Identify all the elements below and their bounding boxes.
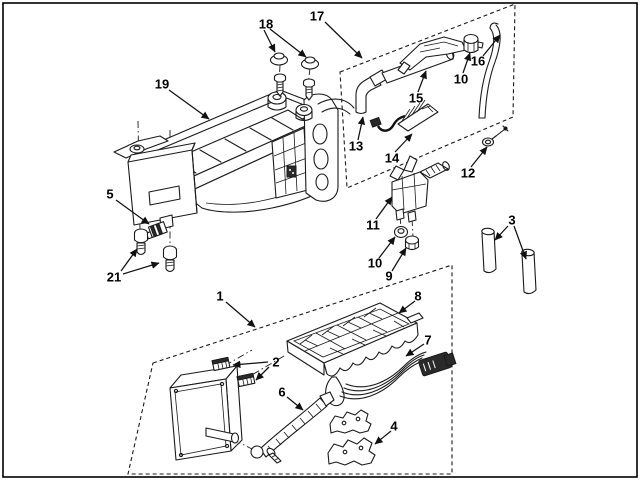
grommet-and-screw-set (269, 52, 320, 101)
callout-16-label: 16 (471, 54, 485, 69)
control-module-box (169, 365, 243, 461)
callout-9-label: 9 (385, 269, 392, 284)
arm-screw (266, 447, 282, 464)
callout-11-label: 11 (366, 218, 380, 233)
clamp-12 (481, 125, 509, 147)
callout-17-label: 17 (310, 9, 324, 24)
callout-1-label: 1 (216, 289, 223, 304)
callout-17-leader-line (324, 21, 363, 59)
callout-2-leader-line (232, 360, 269, 369)
clip-2a (211, 356, 231, 372)
icemaker-housing-drawing (113, 89, 355, 230)
sensor-block (145, 221, 168, 240)
mounting-plate (303, 93, 339, 202)
water-tube-cap-10 (463, 33, 484, 54)
callout-19-leader-line (168, 89, 210, 120)
screw-18b (302, 78, 316, 101)
screw-18a (273, 73, 287, 97)
callout-4-leader-line (374, 430, 392, 445)
callout-13-label: 13 (349, 139, 363, 154)
ice-tray-8 (286, 302, 424, 377)
wire-harness-7 (325, 351, 457, 407)
callout-8-leader-line (398, 300, 416, 314)
callout-9-leader-line (391, 247, 407, 272)
callout-10-leader-line (462, 52, 472, 74)
housing-detail-block (286, 165, 297, 178)
callout-15-label: 15 (409, 91, 423, 106)
callout-3-label: 3 (508, 213, 515, 228)
callout-7-label: 7 (424, 333, 431, 348)
callout-6-label: 6 (278, 385, 285, 400)
callout-3-leader-line (494, 225, 509, 241)
callout-8-label: 8 (414, 289, 421, 304)
callout-16-leader-line (482, 34, 501, 57)
stripper-brackets-4 (327, 409, 376, 466)
callout-12-label: 12 (461, 166, 475, 181)
coupling-nut-9 (404, 235, 420, 251)
screw-boss (267, 91, 313, 122)
callout-10-leader-line (378, 236, 396, 259)
callout-21-leader-line (122, 261, 160, 275)
callout-5-leader-line (115, 199, 150, 225)
assembly-boundary-1 (127, 264, 453, 475)
callout-14-leader-line (394, 133, 413, 153)
screw-21a (133, 228, 149, 256)
hose-guide (317, 98, 355, 115)
callout-19-label: 19 (155, 77, 169, 92)
assembly-boundary-17 (339, 3, 516, 189)
screw-21b (162, 245, 178, 273)
callout-21-leader-line (120, 248, 138, 272)
callout-18-label: 18 (259, 17, 273, 32)
callout-15-leader-line (417, 70, 427, 93)
callout-10-label: 10 (454, 72, 468, 87)
callout-5-label: 5 (106, 187, 113, 202)
callout-18-leader-line (269, 28, 307, 58)
callout-4-label: 4 (390, 419, 398, 434)
sensor-wire-14 (369, 99, 439, 132)
grommet-10 (393, 225, 409, 239)
detector-arm-6 (250, 391, 335, 464)
callout-11-leader-line (375, 196, 393, 220)
clip-2b (236, 372, 256, 388)
callout-12-leader-line (470, 146, 488, 168)
callout-13-leader-line (357, 116, 366, 141)
callout-10-label: 10 (368, 256, 382, 271)
callout-2-leader-line (255, 366, 270, 381)
callout-21-label: 21 (107, 270, 121, 285)
tube-3b (521, 248, 537, 295)
callout-14-label: 14 (385, 151, 400, 166)
mounting-screws (133, 228, 178, 273)
callout-1-leader-line (225, 301, 256, 328)
water-valve-11 (389, 155, 450, 223)
callout-7-leader-line (405, 343, 425, 357)
tube-3a (481, 227, 497, 274)
callout-6-leader-line (286, 396, 304, 411)
callout-2-label: 2 (272, 355, 279, 370)
callout-18-leader-line (263, 29, 276, 53)
callout-3-leader-line (513, 225, 527, 260)
